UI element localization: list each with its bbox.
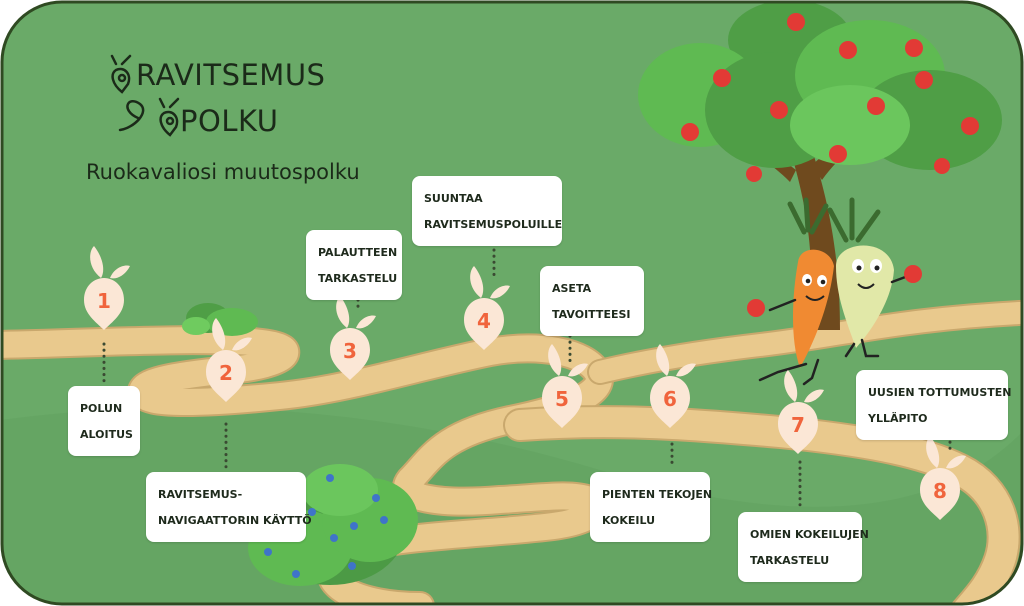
apple — [961, 117, 979, 135]
marker-body — [84, 278, 124, 330]
page-subtitle: Ruokavaliosi muutospolku — [86, 160, 360, 184]
step-marker-4: 4 — [464, 266, 510, 350]
marker-leaf — [804, 389, 824, 403]
step-marker-3: 3 — [330, 296, 376, 380]
connector-dots — [102, 248, 952, 508]
brand-line-1: RAVITSEMUS — [136, 58, 326, 92]
carrot-character — [747, 197, 834, 386]
step-number: 1 — [97, 289, 111, 313]
blueberry — [372, 494, 380, 502]
step-number: 3 — [343, 339, 357, 363]
marker-leaf — [490, 285, 510, 299]
marker-leaf — [568, 363, 588, 377]
apple — [787, 13, 805, 31]
blueberry — [380, 516, 388, 524]
marker-leaf — [676, 363, 696, 377]
blueberry — [292, 570, 300, 578]
pin-leaf-icon — [110, 54, 180, 137]
blueberry — [326, 474, 334, 482]
step-marker-7: 7 — [778, 370, 824, 454]
step-label-2: RAVITSEMUS-NAVIGAATTORIN KÄYTTÖ — [146, 472, 312, 542]
step-number: 2 — [219, 361, 233, 385]
marker-body — [778, 402, 818, 454]
brand-line-2: POLKU — [180, 104, 279, 138]
apple — [713, 69, 731, 87]
apple — [746, 166, 762, 182]
marker-leaf — [232, 337, 252, 351]
step-number: 7 — [791, 413, 805, 437]
step-number: 8 — [933, 479, 947, 503]
step-number: 4 — [477, 309, 491, 333]
blueberry — [308, 508, 316, 516]
blueberry — [350, 522, 358, 530]
brand-logo: RAVITSEMUS POLKU — [108, 52, 368, 152]
marker-leaf — [356, 315, 376, 329]
marker-body — [206, 350, 246, 402]
marker-leaf — [784, 370, 798, 402]
marker-body — [542, 376, 582, 428]
apple — [839, 41, 857, 59]
marker-leaf — [212, 318, 226, 350]
step-marker-8: 8 — [920, 436, 966, 520]
marker-leaf — [90, 246, 104, 278]
marker-leaf — [926, 436, 940, 468]
apple — [770, 101, 788, 119]
step-marker-5: 5 — [542, 344, 588, 428]
blueberry — [348, 562, 356, 570]
marker-leaf — [470, 266, 484, 298]
apple — [934, 158, 950, 174]
marker-body — [920, 468, 960, 520]
marker-body — [330, 328, 370, 380]
parsnip-character — [827, 197, 922, 358]
apple — [681, 123, 699, 141]
apple — [915, 71, 933, 89]
marker-leaf — [110, 265, 130, 279]
step-marker-6: 6 — [650, 344, 696, 428]
marker-leaf — [336, 296, 350, 328]
blueberry — [330, 534, 338, 542]
marker-leaf — [946, 455, 966, 469]
apple — [867, 97, 885, 115]
step-marker-2: 2 — [206, 318, 252, 402]
apple — [829, 145, 847, 163]
step-marker-1: 1 — [84, 246, 130, 330]
step-number: 6 — [663, 387, 677, 411]
marker-leaf — [656, 344, 670, 376]
marker-body — [464, 298, 504, 350]
marker-body — [650, 376, 690, 428]
blueberry — [264, 548, 272, 556]
apple — [905, 39, 923, 57]
step-number: 5 — [555, 387, 569, 411]
marker-leaf — [548, 344, 562, 376]
